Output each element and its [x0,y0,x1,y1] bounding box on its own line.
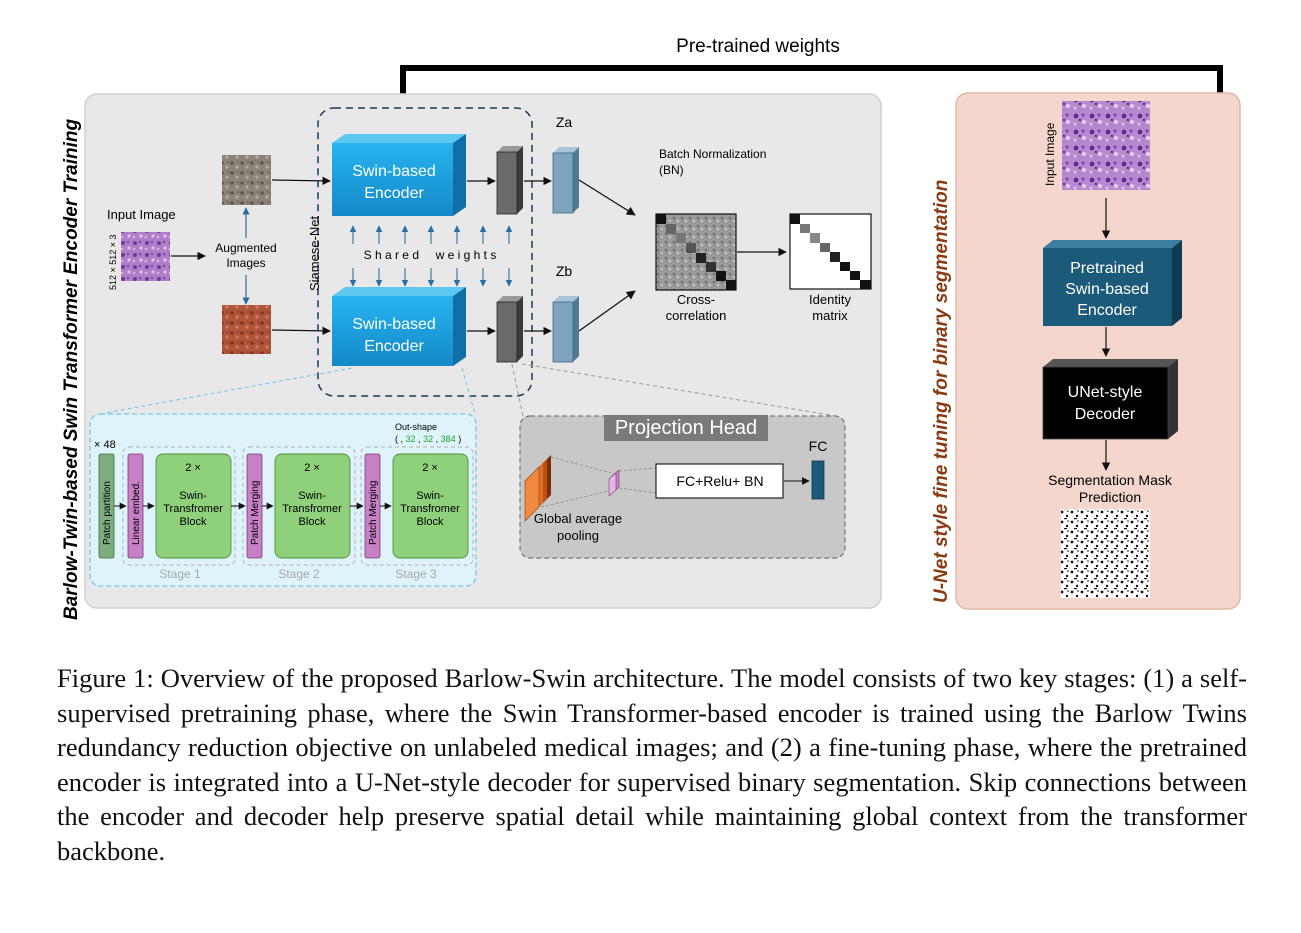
block1-line3: Block [180,516,207,528]
projection-block-top [496,146,523,215]
block2-line2: Transfromer [282,503,342,515]
zb-to-cross-arrow [578,290,636,332]
times48-label: × 48 [94,439,116,451]
encoder-bottom [332,287,466,366]
stages-zoom-line-right [461,367,476,415]
zb-embedding [552,296,579,363]
projection-head-title: Projection Head [615,417,757,439]
siamese-net-label: Siamese-Net [307,215,322,291]
encoder-top-line1: Swin-based [352,163,436,180]
gap-vector [608,469,620,497]
unet-decoder-block [1042,359,1178,440]
za-label: Za [556,114,573,130]
input-image-label: Input Image [107,207,176,222]
left-panel-title: Barlow-Twin-based Swin Transformer Encod… [61,118,82,620]
zb-label: Zb [556,263,573,279]
augmented-label-line1: Augmented [215,241,276,255]
seg-label-line1: Segmentation Mask [1048,472,1173,488]
right-input-image [1062,101,1150,190]
pretrained-encoder-block [1043,240,1182,326]
linear-embed-label: Linear embed. [131,481,142,545]
pretrained-weights-label: Pre-trained weights [676,36,840,57]
input-dims-label: 512 × 512 × 3 [108,234,118,290]
segmentation-mask-image [1061,509,1150,598]
outshape-values: ( , 32 , 32 , 384 ) [395,434,461,444]
projection-zoom-line-left [511,363,524,417]
gap-dash-line-3 [618,467,657,472]
cross-correlation-line2: correlation [666,308,727,323]
block3-line3: Block [417,516,444,528]
siamese-net-box [317,107,533,397]
feature-map-stack [524,455,551,522]
augmented-label-line2: Images [226,256,265,270]
gap-label-line2: pooling [557,528,599,543]
fc-relu-bn-box [655,463,784,499]
block1-line1: Swin- [179,490,207,502]
stage1-label: Stage 1 [159,567,201,581]
encoder-top-line2: Encoder [364,185,424,202]
decoder-line1: UNet-style [1068,384,1143,401]
stage3-label: Stage 3 [395,567,437,581]
block3-line2: Transfromer [400,503,460,515]
augmented-image-b [222,305,271,354]
identity-matrix [789,213,872,290]
encoder-bottom-line2: Encoder [364,338,424,355]
fc-output-block [811,460,825,500]
right-panel-title: U-Net style fine tuning for binary segme… [931,180,952,603]
patch-merging-label-1: Patch Merging [250,481,261,545]
gap-dash-line-2 [540,490,610,508]
za-embedding [552,147,579,214]
figure-caption: Figure 1: Overview of the proposed Barlo… [57,663,1247,866]
identity-line1: Identity [809,292,851,307]
gap-label-line1: Global average [534,511,622,526]
patch-partition-label: Patch partition [102,481,113,545]
block3-repeat: 2 × [422,462,438,474]
fc-label: FC [809,438,828,454]
seg-label-line2: Prediction [1079,489,1141,505]
encoder-bottom-line1: Swin-based [352,316,436,333]
pretrained-line1: Pretrained [1070,260,1144,277]
input-image-thumbnail [121,232,170,281]
block2-repeat: 2 × [304,462,320,474]
fc-relu-bn-label: FC+Relu+ BN [676,473,763,489]
block1-line2: Transfromer [163,503,223,515]
aug-b-to-encoder-arrow [271,326,331,336]
shared-weight-arrows [349,225,513,287]
pretrained-line2: Swin-based [1065,281,1149,298]
gap-dash-line-4 [618,487,657,494]
projection-head-title-bg [604,415,768,441]
architecture-diagram: Pre-trained weights Barlow-Twin-based Sw… [61,36,1241,620]
pretrained-line3: Encoder [1077,302,1137,319]
block2-line1: Swin- [298,490,326,502]
bn-label-line2: (BN) [659,163,684,177]
swin-block-stage3 [392,453,469,559]
decoder-line2: Decoder [1075,406,1136,423]
cross-correlation-matrix [655,213,737,291]
right-input-label: Input Image [1043,122,1057,186]
cross-correlation-line1: Cross- [677,292,715,307]
gap-dash-line-1 [550,456,612,474]
za-to-cross-arrow [578,179,636,216]
encoder-top [332,134,466,216]
block1-repeat: 2 × [185,462,201,474]
identity-line2: matrix [812,308,848,323]
right-panel [955,92,1241,610]
patch-merging-label-2: Patch Merging [368,481,379,545]
augmented-image-a [222,155,271,205]
aug-a-to-encoder-arrow [271,176,331,186]
projection-block-bottom [496,296,523,363]
block3-line1: Swin- [416,490,444,502]
shared-weights-label: S h a r e d w e i g h t s [364,248,497,262]
bn-label-line1: Batch Normalization [659,147,766,161]
block2-line3: Block [299,516,326,528]
outshape-label: Out-shape [395,422,437,432]
stage2-label: Stage 2 [278,567,320,581]
